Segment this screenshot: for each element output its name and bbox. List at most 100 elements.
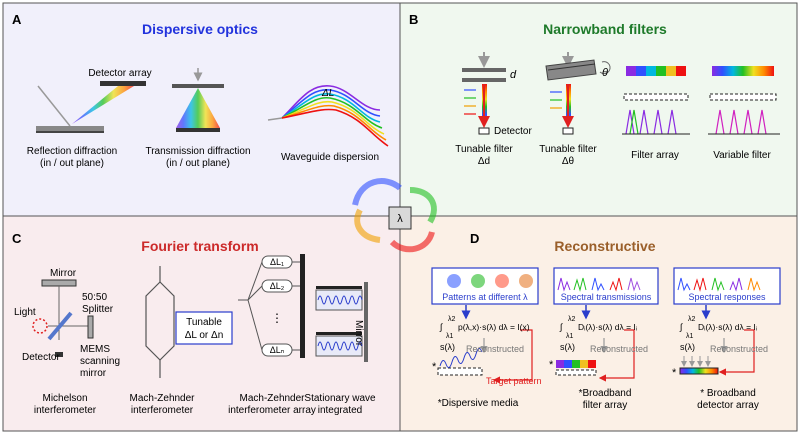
panel-a-letter: A — [12, 12, 22, 27]
eq2-integral: ∫ — [559, 322, 564, 332]
eq1-lam2: λ2 — [448, 316, 456, 323]
panel-b — [399, 2, 798, 217]
caption-broadband-filter-2: filter array — [583, 400, 627, 411]
mems-label-1: MEMS — [80, 344, 110, 355]
eq3-lam1: λ1 — [686, 333, 694, 340]
panel-c-title: Fourier transform — [141, 238, 258, 254]
caption-reflection-1: Reflection diffraction — [27, 146, 117, 157]
panel-b-letter: B — [409, 12, 418, 27]
caption-mz-2: interferometer — [131, 405, 194, 416]
caption-transmission-1: Transmission diffraction — [145, 146, 250, 157]
eq2-lam2: λ2 — [568, 316, 576, 323]
panel-b-title: Narrowband filters — [543, 21, 667, 37]
s-lambda-3: s(λ) — [680, 342, 695, 352]
s-lambda-1: s(λ) — [440, 342, 455, 352]
caption-tunable-d-2: Δd — [478, 156, 490, 167]
transmissions-box — [553, 267, 659, 305]
star-1: * — [432, 361, 437, 373]
eq2-lam1: λ1 — [566, 333, 574, 340]
eq1-text: p(λ,x)·s(λ) dλ = I(x) — [458, 322, 530, 332]
mz-array-illustration — [238, 254, 305, 358]
eq2-text: Dᵢ(λ)·s(λ) dλ = Iᵢ — [578, 322, 637, 332]
center-spiral-logo — [352, 178, 437, 253]
caption-broadband-detector-2: detector array — [697, 400, 759, 411]
caption-mz-array-1: Mach-Zehnder — [239, 393, 305, 404]
mems-label-3: mirror — [80, 368, 107, 379]
michelson-mirror-label: Mirror — [50, 268, 77, 279]
patterns-box — [431, 267, 539, 305]
caption-michelson-2: interferometer — [34, 405, 97, 416]
caption-stationary-2: integrated — [318, 405, 362, 416]
patterns-box-label: Patterns at different λ — [442, 292, 528, 302]
label-theta: θ — [602, 67, 608, 79]
tunable-filter-d-illustration — [462, 52, 506, 135]
detector-array-label: Detector array — [88, 68, 151, 79]
reconstructed-1: Reconstructed — [466, 344, 524, 354]
stationary-wave-illustration — [315, 282, 368, 362]
dln-label: ΔLₙ — [270, 345, 285, 355]
caption-broadband-detector-1: * Broadband — [700, 388, 756, 399]
panel-d — [399, 215, 798, 432]
responses-box-label: Spectral responses — [688, 292, 766, 302]
filter-array-illustration — [622, 66, 690, 135]
caption-variable-filter: Variable filter — [713, 150, 771, 161]
dl1-label: ΔL₁ — [270, 257, 284, 267]
dl2-label: ΔL₂ — [270, 281, 285, 291]
caption-filter-array: Filter array — [631, 150, 679, 161]
eq3-text: Dᵢ(λ)·s(λ) dλ = Iᵢ — [698, 322, 757, 332]
mach-zehnder-illustration — [145, 266, 233, 378]
michelson-illustration — [32, 279, 94, 357]
caption-tunable-theta-2: Δθ — [562, 156, 575, 167]
responses-box — [673, 267, 781, 305]
reconstruct-col3-arrows — [679, 305, 755, 376]
tunable-label-2: ΔL or Δn — [185, 330, 224, 341]
reflection-diffraction-illustration — [36, 81, 146, 133]
tunable-filter-theta-illustration — [545, 52, 611, 135]
caption-tunable-d-1: Tunable filter — [455, 144, 513, 155]
panel-d-letter: D — [470, 231, 479, 246]
panel-d-title: Reconstructive — [554, 238, 655, 254]
dl-dots: ⋮ — [271, 311, 283, 325]
star-3: * — [672, 367, 677, 379]
michelson-detector-label: Detector — [22, 352, 60, 363]
caption-broadband-filter-1: *Broadband — [579, 388, 632, 399]
caption-stationary-1: Stationary wave — [304, 393, 376, 404]
caption-dispersive-media: *Dispersive media — [438, 398, 519, 409]
tunable-label-1: Tunable — [186, 317, 222, 328]
panel-c-letter: C — [12, 231, 22, 246]
detector-label: Detector — [494, 126, 532, 137]
target-pattern-label: Target pattern — [486, 376, 542, 386]
eq1-lam1: λ1 — [446, 333, 454, 340]
reconstruct-col1-arrows — [437, 305, 533, 384]
eq1-integral: ∫ — [439, 322, 444, 332]
caption-mz-array-2: interferometer array — [228, 405, 316, 416]
caption-waveguide: Waveguide dispersion — [281, 152, 379, 163]
reconstruct-col2-arrows — [555, 305, 635, 382]
caption-reflection-2: (in / out plane) — [40, 158, 104, 169]
reconstructed-2: Reconstructed — [590, 344, 648, 354]
mems-label-2: scanning — [80, 356, 120, 367]
splitter-label-1: 50:50 — [82, 292, 107, 303]
waveguide-dispersion-illustration — [267, 85, 389, 147]
panel-a-title: Dispersive optics — [142, 21, 258, 37]
label-d: d — [510, 69, 517, 81]
stationary-mirror-label: Mirror — [353, 320, 364, 347]
caption-tunable-theta-1: Tunable filter — [539, 144, 597, 155]
center-lambda: λ — [397, 213, 403, 225]
caption-mz-1: Mach-Zehnder — [129, 393, 195, 404]
transmissions-box-label: Spectral transmissions — [561, 292, 652, 302]
s-lambda-2: s(λ) — [560, 342, 575, 352]
caption-transmission-2: (in / out plane) — [166, 158, 230, 169]
light-label: Light — [14, 307, 36, 318]
caption-michelson-1: Michelson — [42, 393, 87, 404]
eq3-lam2: λ2 — [688, 316, 696, 323]
transmission-diffraction-illustration — [172, 68, 224, 132]
variable-filter-illustration — [708, 66, 780, 135]
reconstructed-3: Reconstructed — [710, 344, 768, 354]
star-2: * — [549, 359, 554, 371]
splitter-label-2: Splitter — [82, 304, 114, 315]
waveguide-delta-l: ΔL — [321, 88, 334, 99]
eq3-integral: ∫ — [679, 322, 684, 332]
